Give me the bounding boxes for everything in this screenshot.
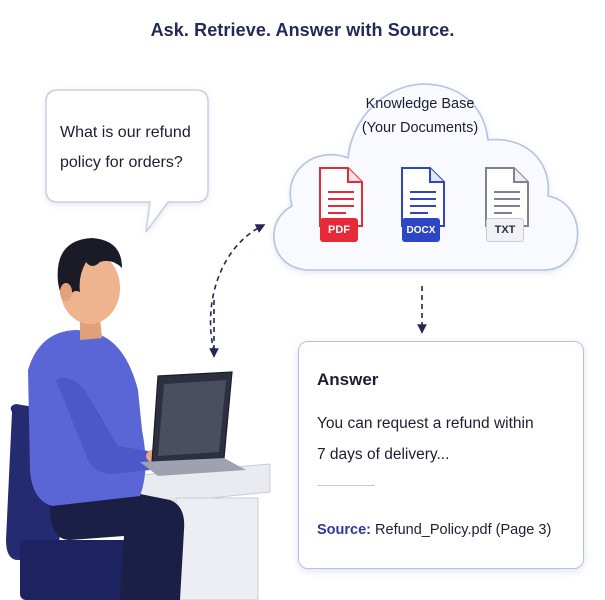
knowledge-base-title: Knowledge Base [365,96,475,112]
source-label: Source: [317,522,371,538]
answer-line-1: You can request a refund within [317,415,534,432]
knowledge-base-subtitle: (Your Documents) [361,120,479,136]
retrieve-arrow [209,224,266,353]
txt-document-icon: TXT [482,166,532,252]
answer-card: Answer You can request a refund within 7… [298,341,584,569]
page-title: Ask. Retrieve. Answer with Source. [150,20,455,40]
docx-label: DOCX [402,218,440,242]
answer-text: You can request a refund within 7 days o… [317,408,567,470]
answer-divider [317,485,375,486]
pdf-label: PDF [320,218,358,242]
source-value: Refund_Policy.pdf (Page 3) [375,522,552,538]
answer-heading: Answer [317,370,379,389]
question-line-2: policy for orders? [60,154,183,171]
question-bubble [45,89,209,233]
question-text: What is our refund policy for orders? [60,118,210,178]
answer-line-2: 7 days of delivery... [317,446,450,463]
question-line-1: What is our refund [60,124,191,141]
docx-document-icon: DOCX [398,166,448,252]
laptop [140,371,246,476]
txt-label: TXT [486,218,524,242]
pdf-document-icon: PDF [316,166,366,252]
source-citation: Source: Refund_Policy.pdf (Page 3) [317,522,551,538]
